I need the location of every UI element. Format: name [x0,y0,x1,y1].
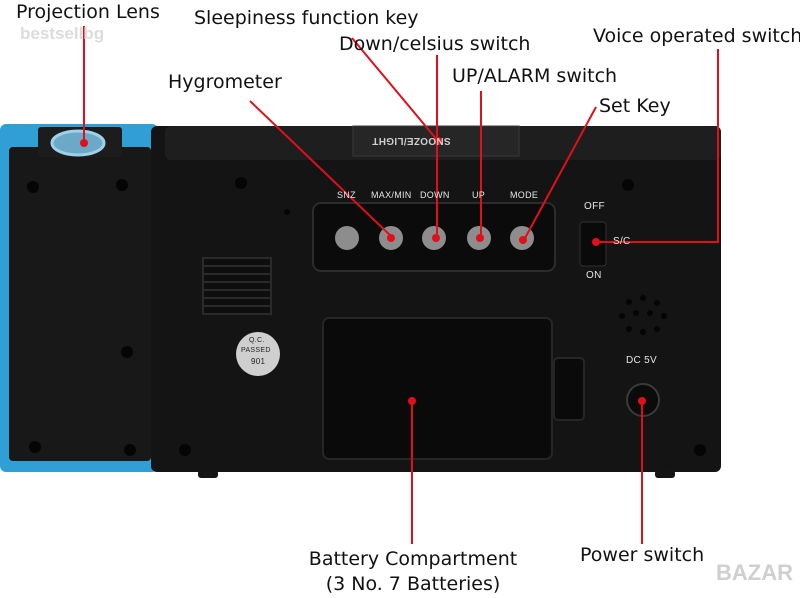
marker-dot [434,137,442,145]
speaker-grille [202,257,272,315]
leader-line [351,37,439,142]
label-set-key: Set Key [599,95,671,117]
watermark-bottom-right: BAZAR [716,560,793,585]
label-projection-lens: Projection Lens [16,1,160,23]
foot [655,470,675,478]
dc-label: DC 5V [626,355,657,366]
qc-text-2: PASSED [241,347,271,354]
screw-hole [121,346,133,358]
marker-dot [387,234,395,242]
label-battery-line2: (3 No. 7 Batteries) [325,573,501,595]
label-battery-line1: Battery Compartment [308,548,518,570]
switch-off-label: OFF [584,201,605,212]
leader-line [597,49,719,243]
label-hygrometer: Hygrometer [168,71,282,93]
label-voice-switch: Voice operated switch [593,25,800,47]
battery-cover [322,317,553,460]
marker-dot [592,238,600,246]
marker-dot [80,139,88,147]
button-label-down: DOWN [420,190,450,200]
battery-latch [553,357,585,421]
marker-dot [408,397,416,405]
foot [198,470,218,478]
leader-line [249,100,394,239]
screw-hole [179,444,191,456]
button-label-max-min: MAX/MIN [371,190,412,200]
marker-dot [638,397,646,405]
marker-dot [519,236,527,244]
label-down-switch: Down/celsius switch [339,33,531,55]
qc-text-1: Q.C. [249,337,265,344]
screw-hole [694,444,706,456]
screw-hole [116,179,128,191]
projection-module-body [9,147,151,461]
microphone-holes [619,295,667,335]
sensor-hole [284,209,290,215]
button-label-up: UP [472,190,486,200]
marker-dot [476,234,484,242]
qc-sticker [236,332,280,376]
switch-on-label: ON [586,270,602,281]
leader-line [523,106,597,241]
button-label-snz: SNZ [337,190,356,200]
screw-hole [622,179,634,191]
label-up-alarm: UP/ALARM switch [452,65,618,87]
button-snz[interactable] [335,226,359,250]
screw-hole [235,177,247,189]
label-power-switch: Power switch [580,544,705,566]
screw-hole [124,444,136,456]
switch-sc-label: S/C [613,236,631,247]
snooze-bar-text: SNOOZE/LIGHT [372,135,451,146]
watermark-top-left: bestsellbg [20,24,105,43]
screw-hole [27,181,39,193]
projection-lens [50,129,106,157]
button-label-mode: MODE [510,190,539,200]
qc-text-3: 901 [251,357,266,366]
label-sleepiness-key: Sleepiness function key [194,7,419,29]
marker-dot [432,234,440,242]
screw-hole [29,441,41,453]
